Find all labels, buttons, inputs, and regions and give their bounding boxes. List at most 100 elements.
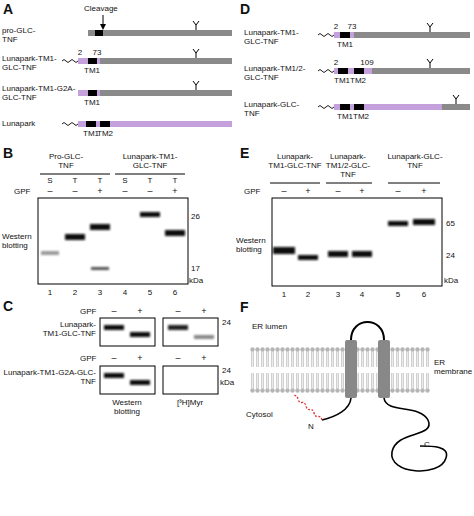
lipid-bilayer — [250, 347, 430, 393]
treatment-mark: + — [197, 306, 211, 316]
tm-domain — [338, 68, 348, 74]
residue-number: 109 — [360, 58, 374, 67]
myristoyl-chain — [62, 60, 78, 63]
panel-e-blot — [270, 183, 442, 286]
construct-name: Lunapark — [2, 119, 62, 128]
method-label: Western blotting — [103, 398, 151, 416]
fraction-label: T — [143, 176, 157, 185]
fraction-label: T — [168, 176, 182, 185]
lane-number: 4 — [355, 290, 369, 299]
treatment-mark: + — [301, 186, 315, 196]
panel-letter: B — [3, 145, 21, 161]
protein-band — [104, 325, 124, 330]
panel-f-topology — [250, 322, 447, 471]
treatment-mark: – — [277, 186, 291, 196]
treatment-mark: – — [143, 186, 157, 196]
protein-band — [165, 230, 185, 236]
blot-frame — [163, 366, 218, 394]
tm-domain — [88, 58, 97, 64]
treatment-mark: – — [68, 186, 82, 196]
blot-frame — [100, 318, 155, 346]
marker-size: 24 — [222, 366, 238, 375]
lunapark-segment — [78, 121, 232, 127]
glycosylation-site — [193, 49, 199, 58]
construct-name: Lunapark-TM1/2-GLC-TNF — [244, 64, 314, 82]
treatment-label: GPF — [80, 354, 106, 363]
protein-band — [41, 251, 59, 255]
panel-letter: F — [240, 299, 258, 315]
lane-number: 6 — [417, 290, 431, 299]
protein-bands — [104, 325, 214, 385]
method-label: Western blotting — [236, 236, 272, 254]
header-underline — [115, 174, 185, 175]
lane-header: Pro-GLC-TNF — [46, 152, 86, 170]
cleavage-arrow-head — [100, 24, 106, 30]
domain-label: TM1 — [81, 98, 103, 107]
glycosylation-site — [193, 81, 199, 90]
construct-bar — [354, 32, 470, 38]
treatment-label: GPF — [14, 187, 40, 196]
residue-number: 2 — [76, 48, 84, 57]
construct-bar — [372, 68, 470, 74]
lumenal-loop — [351, 322, 384, 340]
lane-number: 5 — [143, 288, 157, 297]
tm-domain — [340, 32, 350, 38]
header-underline — [40, 174, 110, 175]
construct-name: Lunapark-TM1-GLC-TNF — [244, 28, 310, 46]
construct-bar — [88, 30, 232, 36]
protein-bands — [273, 219, 435, 260]
tm-domain — [95, 30, 103, 36]
domain-label: TM1 — [336, 112, 354, 121]
panel-letter: A — [3, 1, 21, 17]
marker-size: kDa — [189, 276, 213, 285]
treatment-mark: + — [355, 186, 369, 196]
lane-header: Lunapark-GLC-TNF — [386, 152, 444, 170]
protein-band — [140, 212, 160, 217]
construct-name: Lunapark-TM1-G2A-GLC-TNF — [2, 368, 96, 386]
domain-label: TM1TM2 — [330, 76, 370, 85]
construct-bar — [100, 90, 232, 96]
construct-name: pro-GLC-TNF — [2, 26, 46, 44]
construct-bar — [100, 58, 232, 64]
region-label: Cytosol — [246, 410, 290, 419]
marker-size: 17 — [191, 264, 207, 273]
domain-label: TM1 — [81, 66, 103, 75]
protein-band — [194, 335, 214, 339]
header-underline — [326, 183, 372, 184]
lane-number: 1 — [277, 290, 291, 299]
myristoyl-chain — [318, 70, 334, 73]
treatment-mark: – — [331, 186, 345, 196]
lane-number: 3 — [93, 288, 107, 297]
region-label: C — [422, 440, 432, 449]
treatment-mark: – — [43, 186, 57, 196]
myristoyl-chain — [62, 123, 78, 126]
myristoyl-chain — [318, 106, 334, 109]
marker-size: kDa — [444, 276, 470, 285]
protein-band — [90, 224, 110, 230]
protein-band — [328, 251, 348, 257]
panel-a-constructs — [62, 15, 232, 127]
panel-d-constructs — [318, 23, 470, 110]
residue-number: 73 — [91, 48, 103, 57]
marker-size: 24 — [222, 318, 238, 327]
lunapark-segment — [334, 68, 372, 74]
lane-number: 6 — [168, 288, 182, 297]
annotation-label: Cleavage — [84, 4, 134, 13]
panel-letter: E — [240, 145, 258, 161]
panel-letter: D — [240, 1, 258, 17]
lane-number: 4 — [118, 288, 132, 297]
protein-band — [130, 380, 150, 385]
residue-number: 73 — [346, 22, 358, 31]
lane-header: Lunapark-TM1/2-GLC-TNF — [323, 152, 373, 180]
lunapark-segment — [334, 104, 442, 110]
domain-label: TM1 — [334, 40, 356, 49]
construct-name: Lunapark-GLC-TNF — [244, 100, 310, 118]
blot-frame — [100, 366, 155, 394]
treatment-mark: + — [133, 306, 147, 316]
header-underline — [270, 183, 320, 184]
lane-number: 5 — [391, 290, 405, 299]
glycosylation-site — [427, 23, 433, 32]
c-terminal-tail — [384, 398, 447, 471]
treatment-mark: + — [133, 353, 147, 363]
